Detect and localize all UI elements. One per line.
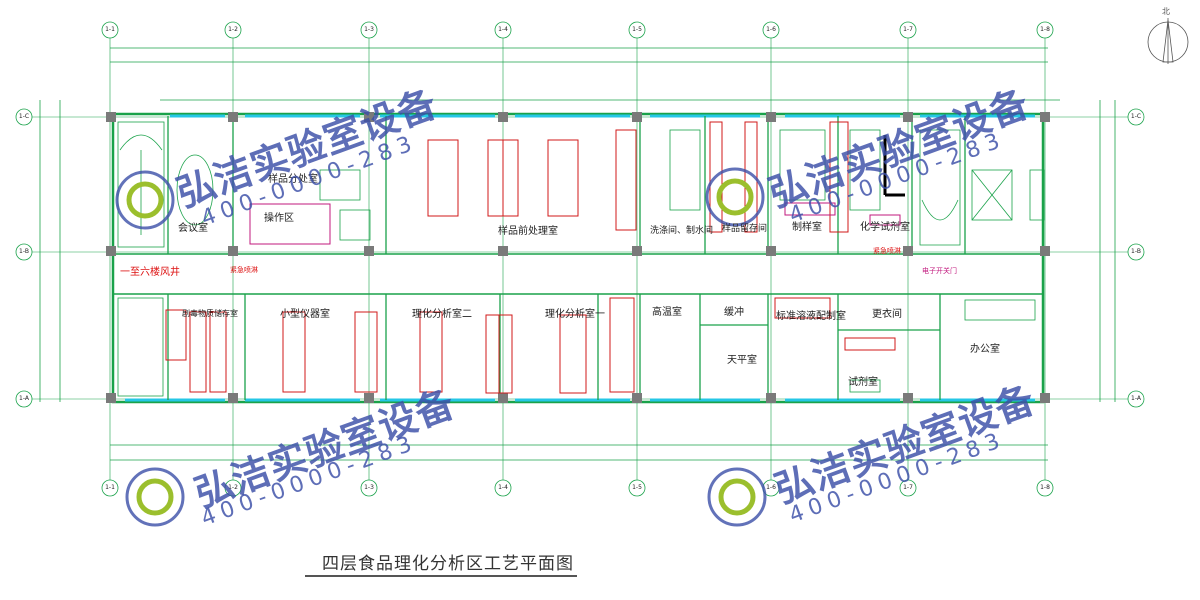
windows [125,114,1035,402]
axis-label-row-a-right: 1-A [1131,395,1141,402]
drawing-title: 四层食品理化分析区工艺平面图 [322,554,574,574]
axis-label-col-3-bottom: 1-3 [364,484,374,491]
conference-table [176,154,214,226]
emergency-shower-label: 紧急喷淋 [230,266,258,274]
room-small-instruments: 小型仪器室 [280,309,330,320]
room-toxic-storage: 剧毒物质储存室 [182,309,238,318]
watermark-logos [115,167,767,527]
axis-label-col-1: 1-1 [105,26,115,33]
access-door-label: 电子开关门 [922,267,957,275]
room-reagent: 试剂室 [848,377,878,388]
room-office: 办公室 [970,344,1000,355]
outer-walls [111,112,1045,404]
room-meeting: 会议室 [178,223,208,234]
columns [106,112,1050,403]
room-sample-division: 样品分处室 [268,174,318,185]
axis-label-row-a: 1-A [19,395,29,402]
north-arrow [1147,18,1189,64]
title-underline [305,575,577,577]
axis-label-col-8: 1-8 [1040,26,1050,33]
room-operation-area: 操作区 [264,213,294,224]
cabinets [249,202,901,245]
room-sample-prep: 制样室 [792,222,822,233]
room-buffer: 缓冲 [724,307,744,318]
axis-label-row-c-right: 1-C [1130,113,1142,120]
axis-label-col-4-bottom: 1-4 [498,484,508,491]
emergency-shower-label-2: 紧急喷淋 [873,247,901,255]
small-cabinets [319,129,1036,393]
room-analysis-1: 理化分析室一 [545,309,605,320]
axis-label-col-7: 1-7 [903,26,913,33]
room-analysis-2: 理化分析室二 [412,309,472,320]
room-standard-solution: 标准溶液配制室 [776,311,846,322]
axis-label-col-6-bottom: 1-6 [766,484,776,491]
axis-label-col-3: 1-3 [364,26,374,33]
room-washing: 洗涤间、制水间 [650,226,714,236]
room-changing: 更衣间 [872,309,902,320]
axis-label-row-b: 1-B [19,248,29,255]
axis-label-col-5-bottom: 1-5 [632,484,642,491]
axis-label-col-2-bottom: 1-2 [228,484,238,491]
room-balance: 天平室 [727,355,757,366]
axis-label-col-5: 1-5 [632,26,642,33]
axis-label-col-4: 1-4 [498,26,508,33]
axis-label-col-8-bottom: 1-8 [1040,484,1050,491]
axis-label-row-c: 1-C [18,113,30,120]
north-label: 北 [1162,7,1170,16]
axis-label-col-6: 1-6 [766,26,776,33]
dimension-lines [39,47,1116,461]
lab-benches [165,121,896,394]
axis-bubbles [15,21,1145,497]
fan-shaft-label: 一至六楼风井 [120,267,180,278]
room-high-temp: 高温室 [652,307,682,318]
stairs [117,121,1045,397]
room-chemical-reagent: 化学试剂室 [860,222,910,233]
corridor-walls [113,253,1043,295]
room-sample-retention: 样品留存间 [722,224,768,234]
axis-label-col-7-bottom: 1-7 [903,484,913,491]
axis-label-col-2: 1-2 [228,26,238,33]
room-sample-pretreatment: 样品前处理室 [498,226,558,237]
axis-label-row-b-right: 1-B [1131,248,1141,255]
axis-label-col-1-bottom: 1-1 [105,484,115,491]
